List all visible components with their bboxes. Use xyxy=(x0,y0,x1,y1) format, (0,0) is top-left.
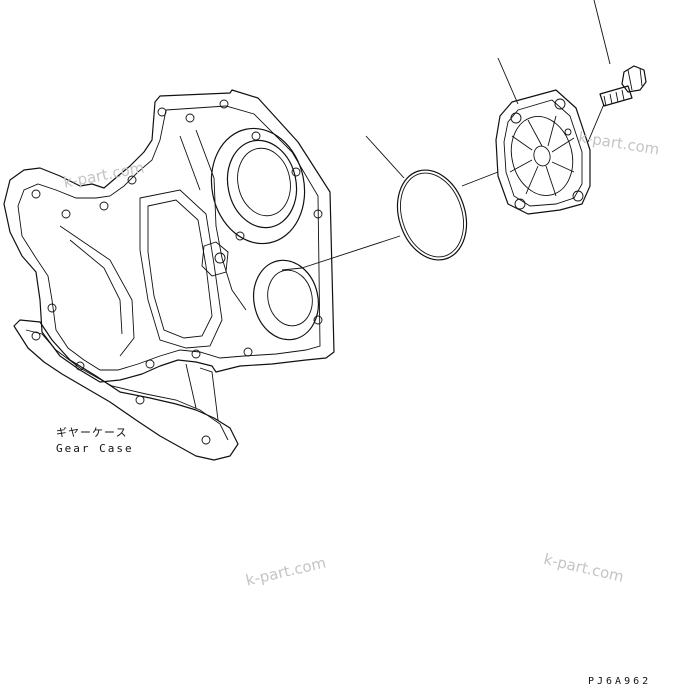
gear-case-label-english: Gear Case xyxy=(56,442,134,455)
leader-lines xyxy=(281,0,611,271)
o-ring-drawing xyxy=(396,169,468,261)
cover-plate-drawing xyxy=(495,89,591,215)
drawing-code: PJ6A962 xyxy=(588,676,652,687)
bolt-drawing xyxy=(599,65,647,107)
gear-case-label-japanese: ギヤーケース xyxy=(56,426,128,439)
gear-case-drawing xyxy=(3,89,335,461)
